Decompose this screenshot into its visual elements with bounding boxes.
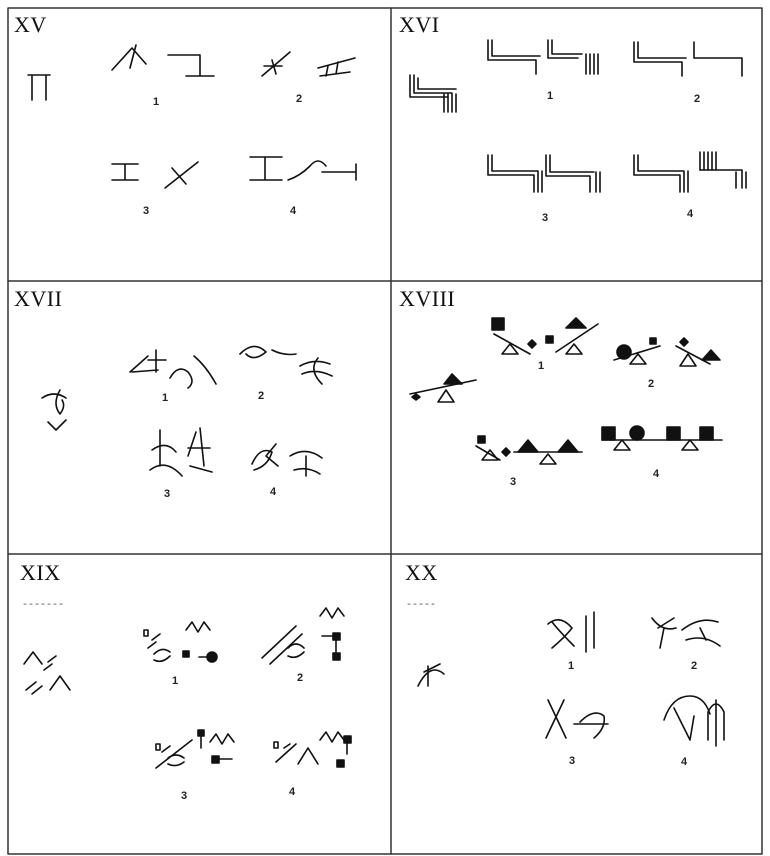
xv-option-1-figure <box>111 44 215 77</box>
xvii-sample-figure <box>41 389 67 431</box>
xviii-option-number: 3 <box>510 476 517 488</box>
xvii-option-number: 3 <box>164 488 171 500</box>
xvi-option-2-figure <box>633 41 743 77</box>
xx-option-3-figure <box>545 699 609 739</box>
xv-option-4-figure <box>249 156 357 181</box>
xviii-option-2-figure <box>613 337 721 367</box>
xx-option-1-figure <box>547 611 595 653</box>
xviii-option-4-figure <box>601 425 723 451</box>
xvi-option-4-figure <box>633 151 747 193</box>
xvii-option-number: 2 <box>258 390 265 402</box>
panel-title-xix: XIX <box>20 560 61 585</box>
xvi-option-number: 2 <box>694 93 701 105</box>
xx-dashed-marker: ----- <box>406 600 437 611</box>
xx-sample-figure <box>417 663 445 687</box>
xvi-sample-figure <box>409 74 457 113</box>
xix-option-number: 4 <box>289 786 296 798</box>
xvi-option-number: 1 <box>547 90 554 102</box>
xvii-option-3-figure <box>149 427 213 477</box>
xviii-option-number: 2 <box>648 378 655 390</box>
xx-option-number: 2 <box>691 660 698 672</box>
xix-option-number: 3 <box>181 790 188 802</box>
xix-option-number: 1 <box>172 675 179 687</box>
panel-title-xvi: XVI <box>399 12 440 37</box>
xvi-option-1-figure <box>487 39 599 75</box>
xx-option-number: 4 <box>681 756 688 768</box>
xviii-option-3-figure <box>475 435 583 465</box>
xix-option-4-figure <box>273 731 352 768</box>
xx-option-number: 3 <box>569 755 576 767</box>
xviii-sample-figure <box>409 373 477 403</box>
xvii-option-number: 4 <box>270 486 277 498</box>
xviii-option-number: 4 <box>653 468 660 480</box>
xvii-option-2-figure <box>239 345 333 385</box>
xvi-option-number: 3 <box>542 212 549 224</box>
xvii-option-number: 1 <box>162 392 169 404</box>
xv-option-number: 1 <box>153 96 160 108</box>
xv-sample-figure <box>27 74 51 101</box>
xix-option-number: 2 <box>297 672 304 684</box>
panel-title-xvii: XVII <box>14 286 63 311</box>
xix-option-2-figure <box>261 607 345 665</box>
xx-option-number: 1 <box>568 660 575 672</box>
xix-option-1-figure <box>143 621 218 663</box>
xv-option-3-figure <box>111 161 199 189</box>
xix-option-3-figure <box>155 729 235 769</box>
panel-title-xv: XV <box>14 12 47 37</box>
xvii-option-4-figure <box>251 443 323 477</box>
xviii-option-1-figure <box>491 317 599 355</box>
xx-option-2-figure <box>651 617 721 649</box>
xv-option-2-figure <box>261 51 356 77</box>
panel-title-xx: XX <box>405 560 438 585</box>
xv-option-number: 2 <box>296 93 303 105</box>
xx-option-4-figure <box>663 695 725 747</box>
xvi-option-3-figure <box>487 154 601 193</box>
xix-sample-figure <box>23 651 71 695</box>
xvii-option-1-figure <box>129 349 217 389</box>
panel-title-xviii: XVIII <box>399 286 456 311</box>
xv-option-number: 3 <box>143 205 150 217</box>
xvi-option-number: 4 <box>687 208 694 220</box>
panel-grid <box>7 7 763 855</box>
xix-dashed-marker: ------- <box>22 600 65 611</box>
xviii-option-number: 1 <box>538 360 545 372</box>
xv-option-number: 4 <box>290 205 297 217</box>
